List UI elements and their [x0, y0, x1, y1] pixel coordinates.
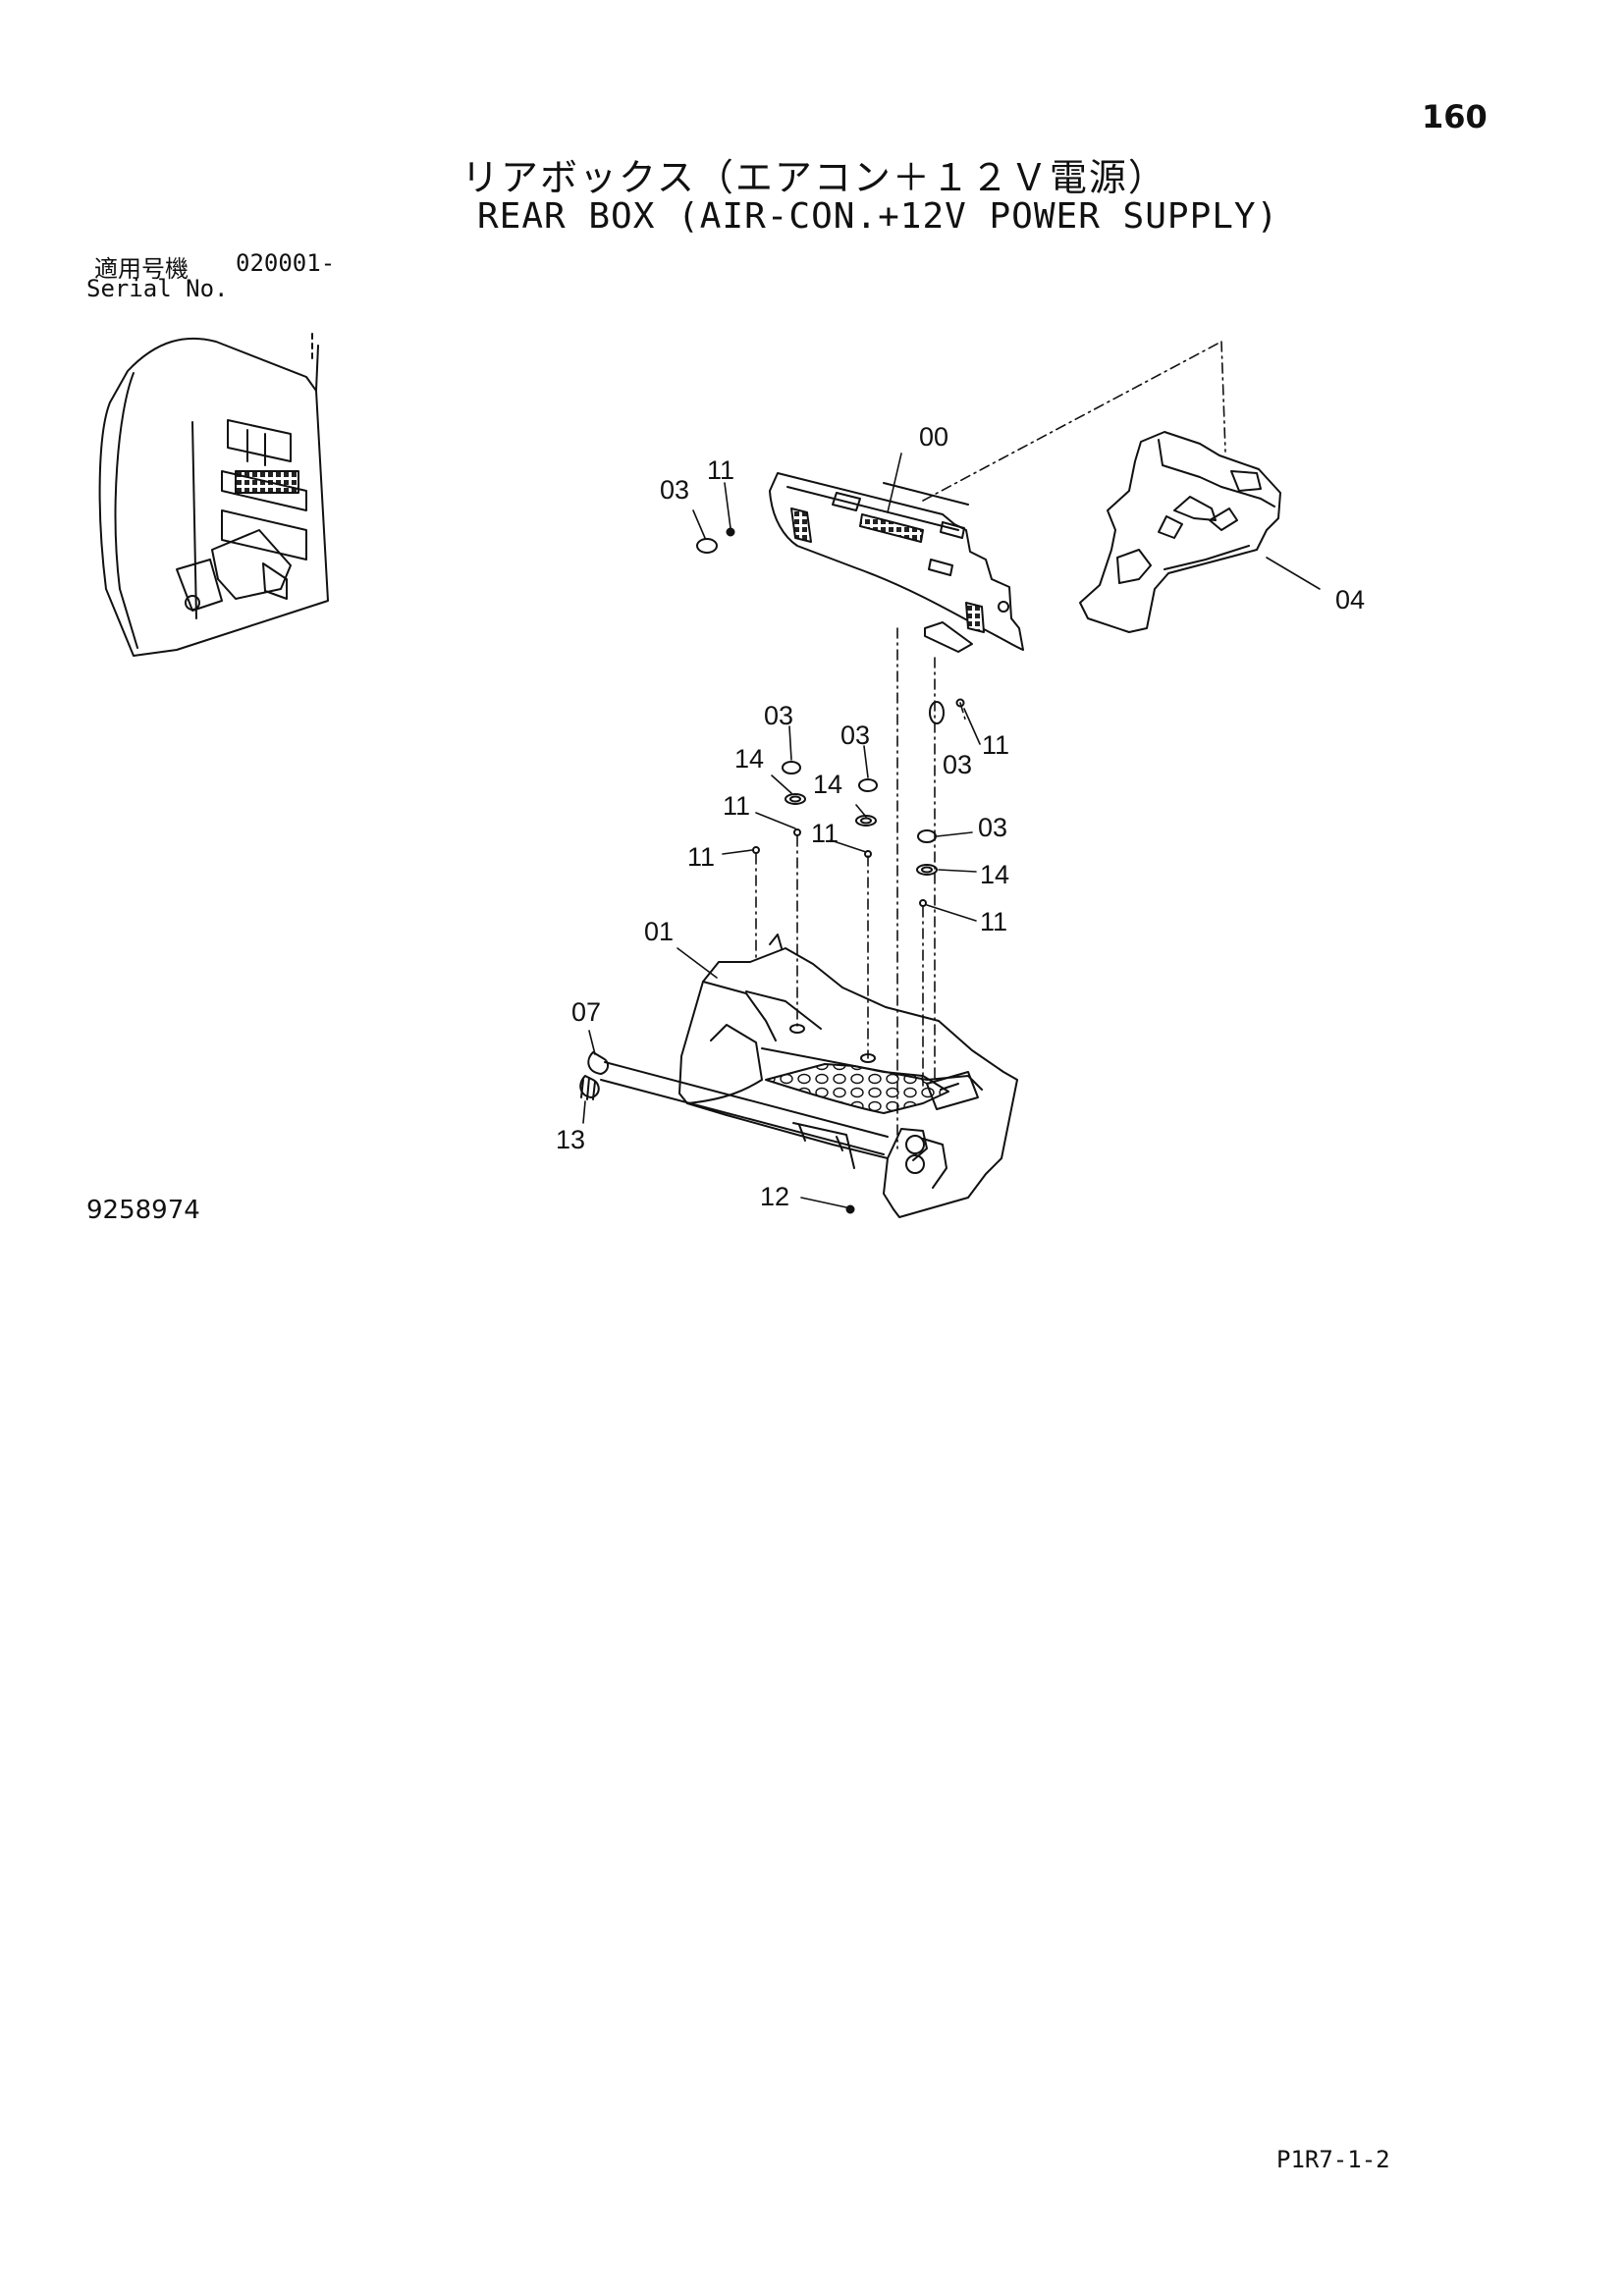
callout-03: 03 — [978, 813, 1007, 842]
callout-11: 11 — [982, 730, 1009, 760]
drawing-number: 9258974 — [86, 1196, 200, 1225]
callout-14: 14 — [980, 860, 1009, 889]
title-japanese: リアボックス（エアコン＋１２Ｖ電源） — [461, 156, 1167, 199]
callout-03: 03 — [840, 721, 870, 750]
callouts: 00 03 11 04 03 03 14 14 03 11 11 11 03 1… — [556, 422, 1365, 1211]
title-english: REAR BOX (AIR-CON.+12V POWER SUPPLY) — [477, 196, 1279, 237]
callout-03: 03 — [943, 750, 972, 779]
callout-14: 14 — [734, 744, 764, 774]
callout-14: 14 — [813, 770, 842, 799]
callout-11: 11 — [811, 819, 839, 848]
leader-lines — [582, 453, 1321, 1208]
serial-label-english: Serial No. — [86, 275, 229, 302]
callout-00: 00 — [919, 422, 948, 452]
callout-03: 03 — [764, 701, 793, 730]
serial-label-japanese: 適用号機 — [94, 255, 189, 283]
part-00-upper-rear-panel — [769, 472, 1024, 653]
part-04-side-bracket — [1079, 431, 1281, 633]
callout-13: 13 — [556, 1125, 585, 1154]
callout-03: 03 — [660, 475, 689, 505]
callout-11: 11 — [687, 842, 715, 872]
callout-11: 11 — [723, 791, 750, 821]
callout-04: 04 — [1335, 585, 1365, 614]
page-number: 160 — [1422, 98, 1488, 135]
part-01-lower-rear-box — [678, 934, 1018, 1218]
sheet-code: P1R7-1-2 — [1276, 2146, 1390, 2173]
assembly-lines — [755, 341, 1226, 1149]
small-hardware — [696, 527, 965, 1214]
cab-locator-thumbnail — [98, 333, 329, 657]
callout-12: 12 — [760, 1182, 789, 1211]
part-07-13-rod-assembly — [579, 1051, 889, 1155]
callout-11: 11 — [980, 907, 1007, 936]
callout-01: 01 — [644, 917, 674, 946]
callout-11: 11 — [707, 455, 734, 485]
serial-range: 020001- — [236, 249, 336, 277]
callout-07: 07 — [571, 997, 601, 1027]
